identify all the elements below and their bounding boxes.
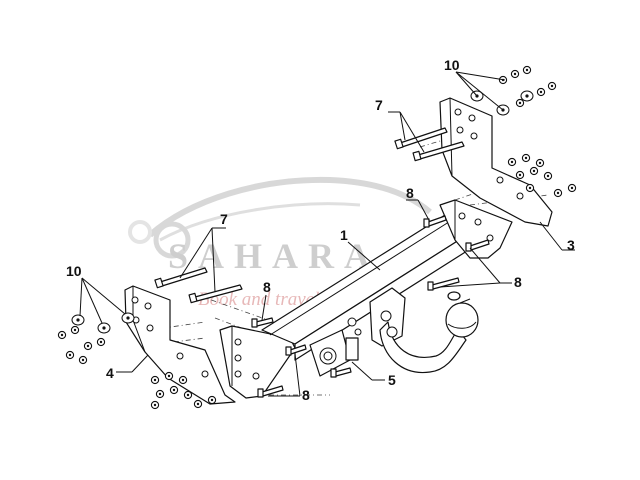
left-mounting-plate (219, 325, 296, 399)
nuts-washers-top (470, 65, 557, 116)
callout-1: 1 (340, 227, 348, 243)
callout-8-left: 8 (263, 279, 271, 295)
callout-7-left: 7 (220, 211, 228, 227)
callout-10-top: 10 (444, 57, 460, 73)
right-side-bracket (439, 97, 553, 227)
left-side-bracket (124, 285, 236, 405)
watermark-tagline: Book and travel (198, 289, 319, 310)
right-mounting-plate (439, 199, 513, 259)
nuts-right-bracket (507, 153, 577, 198)
nuts-left-bracket (150, 371, 217, 410)
callout-3: 3 (567, 237, 575, 253)
callout-5: 5 (388, 372, 396, 388)
electrical-socket-plate (309, 317, 362, 377)
callout-8-bottom: 8 (302, 387, 310, 403)
callout-8-top: 8 (406, 185, 414, 201)
long-bolts-right (394, 127, 465, 162)
callout-4: 4 (106, 365, 114, 381)
callout-numbers: 10 7 8 1 3 8 7 10 8 4 8 5 (66, 57, 575, 403)
tow-ball-assembly (369, 287, 479, 374)
leader-lines (79, 71, 575, 397)
callout-10-left: 10 (66, 263, 82, 279)
callout-7-top: 7 (375, 97, 383, 113)
nuts-washers-left (57, 312, 135, 365)
callout-8-right: 8 (514, 274, 522, 290)
short-bolts (251, 215, 490, 398)
long-bolts-left (154, 267, 243, 304)
